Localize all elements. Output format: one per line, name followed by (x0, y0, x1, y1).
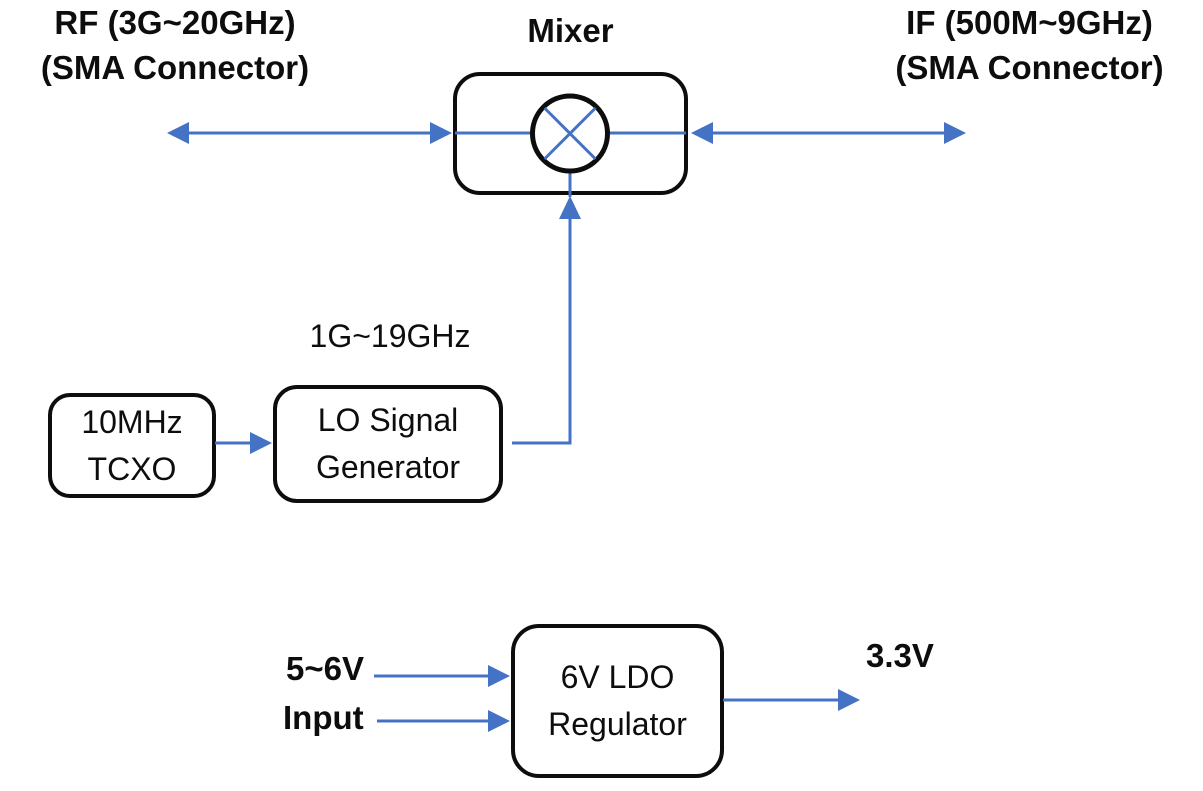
if-port-label-line1: IF (500M~9GHz) (906, 4, 1153, 41)
mixer-title: Mixer (527, 12, 614, 49)
rf-port-label: RF (3G~20GHz) (SMA Connector) (0, 0, 350, 90)
lo-up-arrowhead-icon (559, 196, 581, 219)
if-left-arrowhead-icon (691, 122, 713, 144)
ldo-regulator-box (511, 624, 724, 778)
output-arrowhead-icon (838, 689, 860, 711)
tcxo-block-label-line1: 10MHz (81, 403, 183, 440)
ldo-regulator-block-label: 6V LDO Regulator (511, 624, 724, 778)
mixer-symbol-icon (530, 93, 610, 174)
tcxo-block-label-line2: TCXO (87, 450, 177, 487)
tcxo-arrowhead-icon (250, 432, 272, 454)
lo-frequency-label: 1G~19GHz (309, 318, 471, 354)
lo-generator-box (273, 385, 503, 503)
ldo-regulator-block-label-line2: Regulator (548, 706, 687, 742)
rf-left-arrowhead-icon (167, 122, 189, 144)
lo-generator-block-label: LO Signal Generator (273, 385, 503, 503)
rf-port-label-line1: RF (3G~20GHz) (54, 4, 296, 41)
supply-voltage-label: 5~6V (286, 650, 364, 687)
if-port-label-line2: (SMA Connector) (895, 49, 1164, 86)
tcxo-box (48, 393, 216, 498)
lo-generator-block-label-line2: Generator (315, 449, 461, 485)
if-port-label: IF (500M~9GHz) (SMA Connector) (856, 0, 1203, 90)
tcxo-block-label: 10MHz TCXO (48, 393, 216, 498)
lo-wire (512, 218, 572, 445)
signal-wires (186, 131, 947, 723)
supply2-arrowhead-icon (488, 710, 510, 732)
rf-port-label-line2: (SMA Connector) (40, 49, 310, 86)
output-voltage-label: 3.3V (866, 637, 934, 674)
arrowheads (167, 122, 966, 732)
lo-generator-block-label-line1: LO Signal (317, 402, 459, 438)
supply1-arrowhead-icon (488, 665, 510, 687)
rf-right-arrowhead-icon (430, 122, 452, 144)
block-outlines (48, 72, 724, 778)
supply-input-label: Input (283, 699, 364, 736)
if-right-arrowhead-icon (944, 122, 966, 144)
ldo-regulator-block-label-line1: 6V LDO (560, 659, 675, 695)
